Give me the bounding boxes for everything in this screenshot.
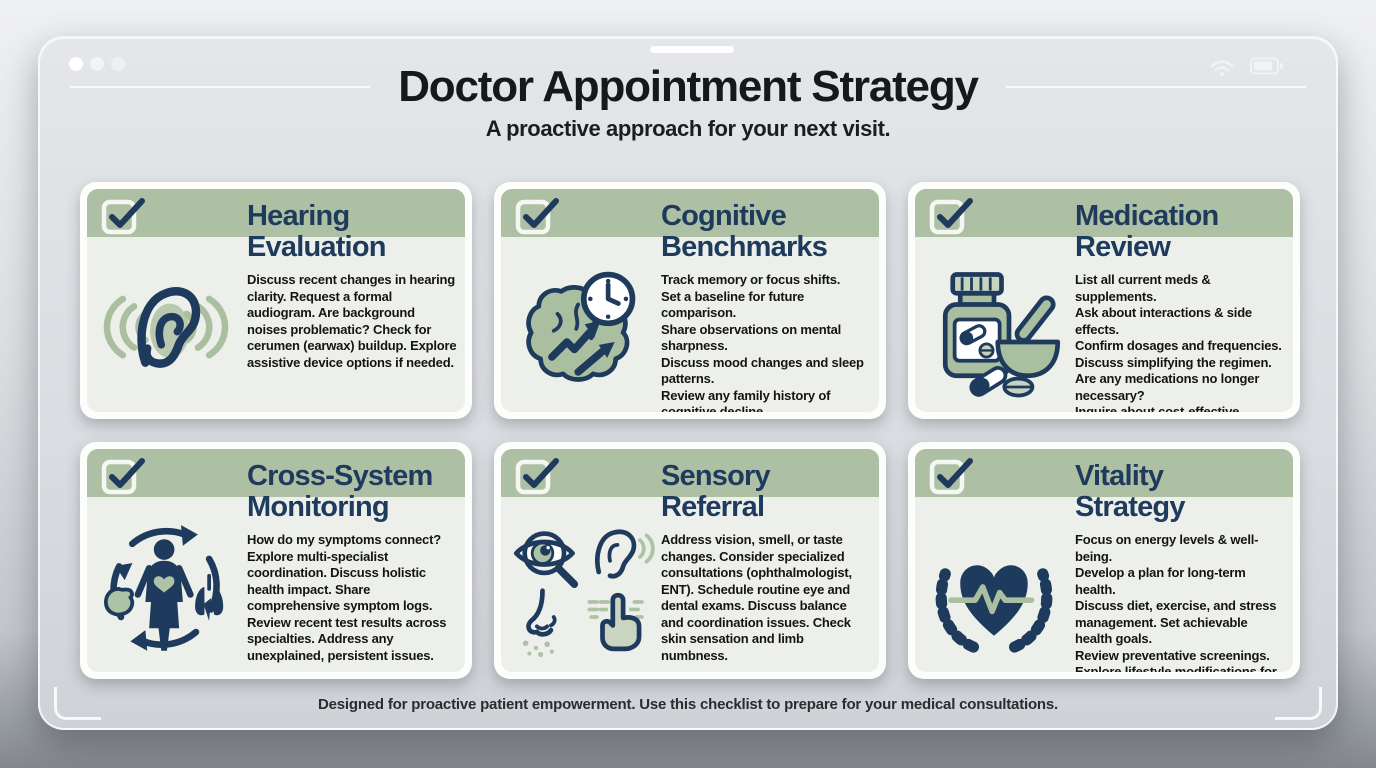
card-header-band: [915, 449, 1293, 497]
card-body-line: Discuss diet, exercise, and stress manag…: [1075, 598, 1277, 646]
header-left-rule: [70, 86, 371, 89]
card-body-line: Are any medications no longer necessary?: [1075, 371, 1260, 403]
card-body-line: Develop a plan for long-term health.: [1075, 565, 1246, 597]
card-body-line: Discuss mood changes and sleep patterns.: [661, 354, 864, 387]
heart-wreath-icon: [935, 565, 1053, 653]
card-body: Focus on energy levels & well-being.Deve…: [1075, 532, 1285, 672]
checkbox-icon[interactable]: [928, 454, 974, 496]
card-body-line: Focus on energy levels & well-being.: [1075, 532, 1259, 564]
checkbox-icon[interactable]: [100, 454, 146, 496]
card-body-line: Inquire about cost-effective alternative…: [1075, 404, 1240, 412]
window-drag-handle[interactable]: [650, 46, 734, 53]
body-systems-icon: [104, 525, 224, 651]
battery-icon: [1250, 57, 1283, 75]
card-body: Address vision, smell, or taste changes.…: [661, 532, 871, 664]
checkbox-icon[interactable]: [928, 194, 974, 236]
corner-bracket-right: [1275, 687, 1322, 720]
page-title: Doctor Appointment Strategy: [398, 62, 979, 111]
status-area: [1208, 54, 1284, 78]
header-right-rule: [1005, 86, 1307, 89]
card-body-line: Share observations on mental sharpness.: [661, 321, 842, 354]
card-body: Discuss recent changes in hearing clarit…: [247, 272, 457, 371]
card-header-band: [87, 189, 465, 237]
card-header-band: [501, 449, 879, 497]
card-body-line: Confirm dosages and frequencies.: [1075, 338, 1282, 353]
card-body-line: Discuss simplifying the regimen.: [1075, 354, 1272, 370]
card-body-line: Address vision, smell, or taste changes.…: [661, 532, 852, 663]
footer-note: Designed for proactive patient empowerme…: [317, 696, 1059, 713]
card-header-band: [501, 189, 879, 237]
window-dot-1[interactable]: [69, 57, 83, 71]
card-body: Track memory or focus shifts.Set a basel…: [661, 272, 871, 412]
card-body-line: Review any family history of cognitive d…: [661, 387, 831, 413]
card-body-line: List all current meds & supplements.: [1075, 272, 1211, 304]
senses-icon: [513, 529, 655, 658]
checkbox-icon[interactable]: [100, 194, 146, 236]
card-header-band: [87, 449, 465, 497]
checkbox-icon[interactable]: [514, 454, 560, 496]
window-dot-3[interactable]: [111, 57, 125, 71]
header: Doctor Appointment Strategy: [70, 62, 1307, 111]
card-body: List all current meds & supplements.Ask …: [1075, 272, 1285, 412]
card-header-band: [915, 189, 1293, 237]
card-body-line: Ask about interactions & side effects.: [1075, 305, 1252, 337]
window-dot-2[interactable]: [90, 57, 104, 71]
card-body-line: Set a baseline for future comparison.: [661, 288, 805, 321]
app-window: Doctor Appointment Strategy A proactive …: [38, 36, 1338, 730]
card-body: How do my symptoms connect? Explore mult…: [247, 532, 457, 664]
card-body-line: Track memory or focus shifts.: [661, 272, 841, 287]
corner-bracket-left: [54, 687, 101, 720]
medication-icon: [942, 272, 1061, 398]
card-body-line: How do my symptoms connect? Explore mult…: [247, 532, 447, 663]
ear-icon: [103, 287, 229, 368]
card-body-line: Review preventative screenings. Explore …: [1075, 647, 1277, 673]
page-subtitle: A proactive approach for your next visit…: [485, 116, 891, 142]
wifi-icon: [1210, 60, 1234, 76]
card-body-line: Discuss recent changes in hearing clarit…: [247, 272, 457, 370]
brain-clock-icon: [526, 271, 636, 382]
window-controls: [69, 57, 125, 71]
checkbox-icon[interactable]: [514, 194, 560, 236]
